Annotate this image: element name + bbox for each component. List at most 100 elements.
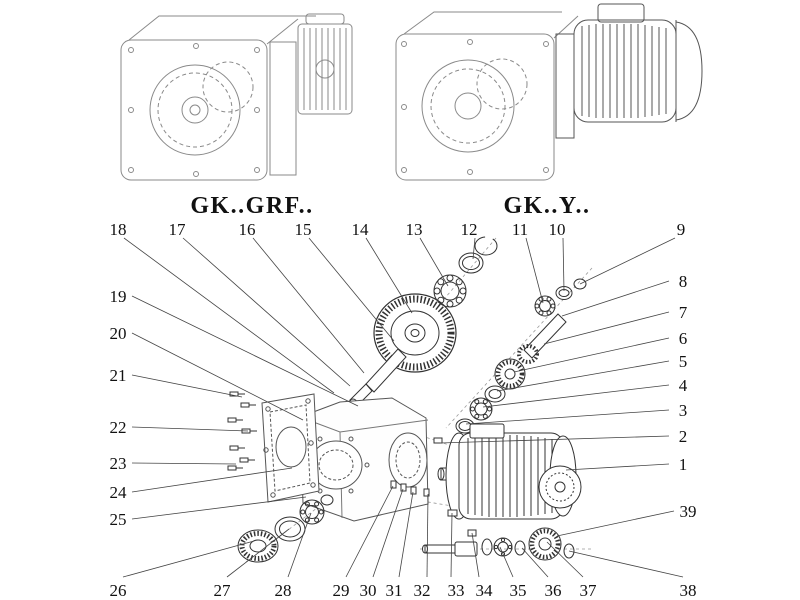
motor-flange-bolt (433, 437, 443, 444)
callout-number-28: 28 (275, 581, 292, 600)
leader-line-23 (131, 462, 237, 465)
leader-line-33 (450, 512, 453, 578)
callout-number-35: 35 (510, 581, 527, 600)
model-labels: GK..GRF.. GK..Y.. (190, 193, 591, 219)
leader-line-8 (561, 280, 670, 317)
leader-line-38 (568, 550, 684, 578)
housing-fasteners (390, 480, 430, 497)
flange-bolt-holes (263, 398, 316, 498)
flange-plate (261, 393, 320, 503)
callout-number-25: 25 (110, 510, 127, 529)
input-pinion-stack (517, 278, 587, 364)
motor (433, 423, 582, 520)
gearbox-y-illustration (395, 3, 703, 181)
callout-number-4: 4 (679, 376, 688, 395)
callout-number-18: 18 (110, 220, 127, 239)
left-model-title: GK..GRF.. (190, 193, 313, 219)
ribbed-adapter-cover (297, 13, 353, 115)
callout-number-17: 17 (169, 220, 187, 239)
callout-number-3: 3 (679, 401, 688, 420)
leader-line-16 (252, 237, 365, 374)
leader-line-28 (287, 512, 312, 578)
callout-number-36: 36 (545, 581, 562, 600)
upper-bearing (433, 274, 467, 308)
callout-number-27: 27 (214, 581, 232, 600)
callout-number-8: 8 (679, 272, 688, 291)
callout-number-39: 39 (680, 502, 697, 521)
callout-number-5: 5 (679, 352, 688, 371)
callout-number-12: 12 (461, 220, 478, 239)
callout-number-6: 6 (679, 329, 688, 348)
callout-number-1: 1 (679, 455, 688, 474)
leader-line-31 (398, 491, 414, 578)
right-model-title: GK..Y.. (504, 193, 591, 219)
output-bearing-set (237, 494, 334, 563)
callout-number-14: 14 (352, 220, 370, 239)
callout-number-10: 10 (549, 220, 566, 239)
leader-line-4 (482, 384, 670, 408)
callout-number-2: 2 (679, 427, 688, 446)
leader-line-36 (521, 547, 549, 578)
bolt-holes-left-unit (128, 43, 260, 177)
main-gear-shaft (348, 348, 407, 408)
leader-line-20 (131, 332, 304, 421)
leader-line-12 (472, 237, 476, 260)
callout-number-34: 34 (476, 581, 494, 600)
callout-number-13: 13 (406, 220, 423, 239)
callout-number-11: 11 (512, 220, 528, 239)
callout-number-20: 20 (110, 324, 127, 343)
leader-line-22 (131, 426, 249, 432)
intermediate-gear-stack (455, 358, 526, 434)
upper-retaining-rings (458, 236, 498, 274)
callout-number-32: 32 (414, 581, 431, 600)
leader-line-10 (562, 237, 565, 292)
motor-illustration (555, 3, 703, 139)
callout-number-31: 31 (386, 581, 403, 600)
leader-line-30 (372, 488, 404, 578)
leader-line-7 (543, 311, 670, 345)
exploded-view (227, 236, 593, 563)
leader-line-3 (465, 409, 670, 425)
callout-number-16: 16 (239, 220, 256, 239)
leader-line-39 (556, 510, 675, 537)
leader-line-34 (471, 532, 480, 578)
leader-line-11 (525, 237, 544, 304)
callout-number-19: 19 (110, 287, 127, 306)
callout-number-22: 22 (110, 418, 127, 437)
leader-line-2 (439, 435, 670, 444)
leader-line-21 (131, 374, 243, 398)
bolt-holes-right-unit (401, 39, 549, 175)
callout-number-21: 21 (110, 366, 127, 385)
callout-number-30: 30 (360, 581, 377, 600)
callout-number-9: 9 (677, 220, 686, 239)
callout-number-7: 7 (679, 303, 688, 322)
leader-line-13 (419, 237, 449, 287)
leader-line-17 (182, 237, 351, 387)
callout-number-29: 29 (333, 581, 350, 600)
leader-line-25 (131, 496, 307, 520)
leader-line-15 (308, 237, 395, 342)
shaft-key (447, 509, 458, 517)
leader-line-32 (426, 493, 429, 578)
callout-layer: 1234567891011121314151617181920212223242… (110, 220, 697, 600)
callout-number-23: 23 (110, 454, 127, 473)
gear-housing (299, 397, 430, 522)
leader-line-24 (131, 467, 293, 493)
leader-line-6 (513, 337, 670, 373)
callout-number-33: 33 (448, 581, 465, 600)
leader-line-26 (122, 540, 255, 578)
leader-line-35 (499, 546, 514, 578)
leader-line-14 (365, 237, 413, 314)
callout-number-37: 37 (580, 581, 598, 600)
leader-line-18 (123, 237, 335, 394)
leader-line-27 (226, 528, 290, 578)
callout-number-38: 38 (680, 581, 697, 600)
callout-number-24: 24 (110, 483, 128, 502)
leader-line-19 (131, 295, 359, 407)
gearbox-grf-illustration (120, 13, 353, 181)
output-shaft-assembly (422, 509, 575, 561)
leader-line-9 (579, 237, 676, 285)
callout-number-26: 26 (110, 581, 127, 600)
callout-number-15: 15 (295, 220, 312, 239)
